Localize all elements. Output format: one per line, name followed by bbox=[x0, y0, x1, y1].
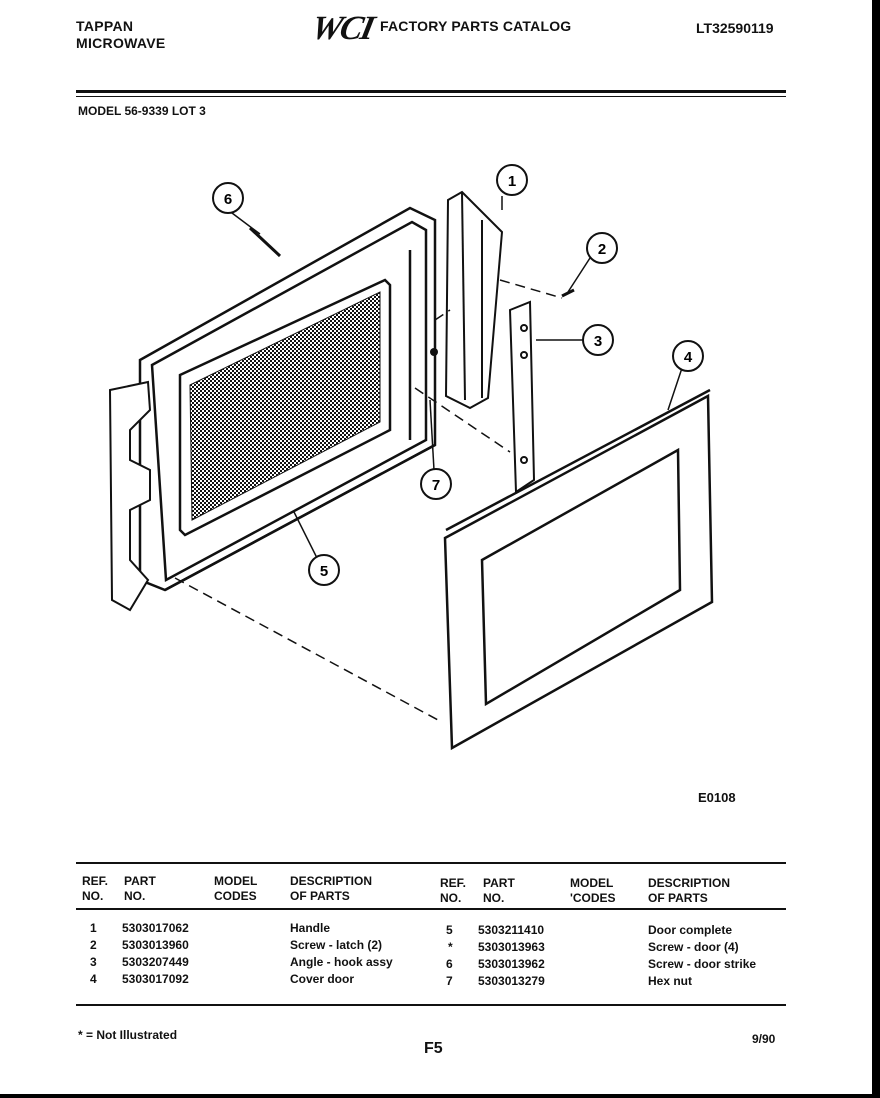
not-illustrated-note: * = Not Illustrated bbox=[78, 1028, 178, 1042]
model-line: MODEL 56-9339 LOT 3 bbox=[78, 104, 206, 118]
svg-text:6: 6 bbox=[224, 191, 232, 208]
table-header-rule bbox=[76, 908, 786, 910]
page-number: F5 bbox=[424, 1040, 443, 1057]
callout-6: 6 bbox=[212, 182, 244, 214]
svg-text:7: 7 bbox=[432, 477, 440, 494]
diagram-code: E0108 bbox=[698, 790, 736, 805]
callout-3: 3 bbox=[582, 324, 614, 356]
hex-nut bbox=[430, 348, 438, 356]
revision-date: 9/90 bbox=[752, 1032, 776, 1046]
catalog-code: LT32590119 bbox=[696, 20, 774, 36]
cover-door-panel bbox=[443, 388, 714, 751]
product-type: MICROWAVE bbox=[76, 35, 166, 51]
header-rule-thick bbox=[76, 90, 786, 93]
header-rule-thin bbox=[76, 96, 786, 97]
door-mesh-window bbox=[189, 291, 381, 521]
brand-block: TAPPAN MICROWAVE bbox=[76, 18, 166, 52]
svg-text:5: 5 bbox=[320, 563, 328, 580]
callout-4: 4 bbox=[672, 340, 704, 372]
door-strike-screw bbox=[248, 226, 282, 258]
svg-text:3: 3 bbox=[594, 333, 602, 350]
scan-edge-right bbox=[872, 0, 880, 1098]
scan-edge-bottom bbox=[0, 1094, 880, 1098]
col-header-ref-left: REF.NO. bbox=[82, 874, 109, 903]
catalog-title: FACTORY PARTS CATALOG bbox=[380, 18, 572, 34]
callout-5: 5 bbox=[308, 554, 340, 586]
hook-angle-part bbox=[508, 300, 536, 494]
brand-name: TAPPAN bbox=[76, 18, 134, 34]
callout-7: 7 bbox=[420, 468, 452, 500]
svg-text:4: 4 bbox=[684, 349, 693, 366]
callout-1: 1 bbox=[496, 164, 528, 196]
svg-text:1: 1 bbox=[508, 173, 516, 190]
hinge-bracket bbox=[108, 380, 152, 612]
table-top-rule bbox=[76, 862, 786, 864]
exploded-door-diagram: 1 2 3 4 5 6 7 bbox=[108, 164, 714, 751]
assembly-leader-lines bbox=[174, 279, 563, 721]
col-header-model-right: MODEL'CODES bbox=[570, 876, 616, 905]
latch-screw bbox=[561, 288, 575, 298]
wci-logo: WCI bbox=[308, 10, 377, 47]
handle-part bbox=[444, 190, 504, 410]
table-bottom-rule bbox=[76, 1004, 786, 1006]
svg-text:2: 2 bbox=[598, 241, 606, 258]
callout-2: 2 bbox=[586, 232, 618, 264]
callout-leaders bbox=[227, 196, 683, 561]
col-header-ref-right: REF.NO. bbox=[440, 876, 467, 905]
